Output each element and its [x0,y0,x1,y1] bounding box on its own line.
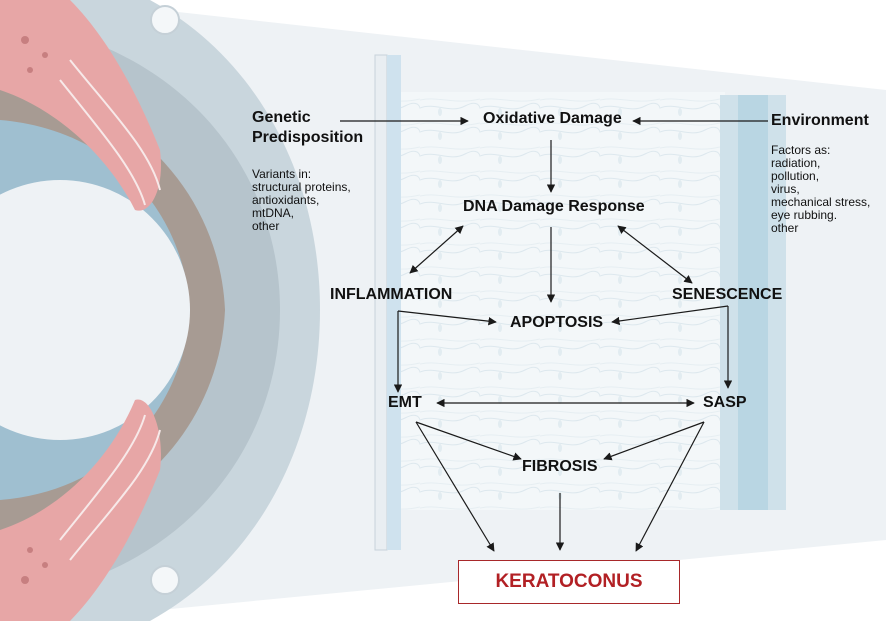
node-sasp: SASP [703,394,747,411]
environment-details: Factors as: radiation, pollution, virus,… [771,143,871,235]
node-dna-damage-response: DNA Damage Response [463,198,645,215]
canal-marker-top [150,5,180,35]
canal-marker-bottom [150,565,180,595]
node-inflammation: INFLAMMATION [330,286,453,303]
tear-film-layer [768,95,786,510]
ciliary-muscle-bottom [0,399,161,621]
arrow-emt-to-fibrosis [415,421,522,461]
zonule-lines [59,59,161,561]
arrow-emt-to-keratoconus [415,421,495,552]
epithelium-layer [738,95,768,510]
arrow-inflammation-to-apoptosis [397,310,497,326]
node-senescence: SENESCENCE [672,286,783,303]
arrow-sasp-to-fibrosis [603,421,705,461]
node-fibrosis: FIBROSIS [522,458,598,475]
stroma-fibers [395,92,725,510]
arrow-dna-senescence [617,225,693,284]
node-oxidative-damage: Oxidative Damage [483,110,622,127]
node-emt: EMT [388,394,422,411]
arrow-senescence-to-apoptosis [611,305,729,326]
keratoconus-box: KERATOCONUS [458,560,680,604]
keratoconus-label: KERATOCONUS [495,571,643,592]
muscle-texture [21,36,48,584]
lens [0,180,190,440]
environment-title: Environment [771,112,869,129]
bowman-layer [720,95,738,510]
descemet-layer [387,55,401,550]
node-apoptosis: APOPTOSIS [510,314,604,331]
genetic-predisposition-details: Variants in: structural proteins, antiox… [252,167,351,233]
genetic-predisposition-title: Genetic Predisposition [252,109,364,146]
arrow-sasp-to-keratoconus [635,421,705,552]
arrow-dna-inflammation [409,225,464,274]
arrows [340,116,768,552]
